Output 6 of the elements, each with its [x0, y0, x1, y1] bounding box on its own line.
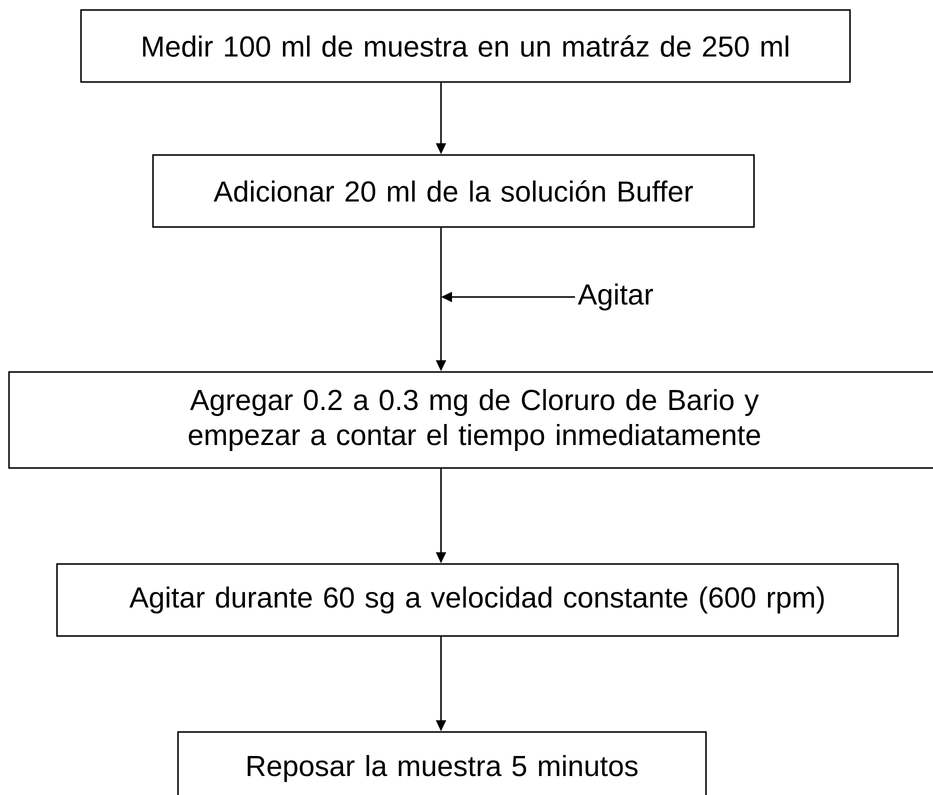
- side-label: Agitar: [578, 283, 654, 311]
- step-box: Agregar 0.2 a 0.3 mg de Cloruro de Bario y empezar a contar el tiempo inmediatamente: [8, 371, 933, 469]
- step-box: Adicionar 20 ml de la solución Buffer: [152, 154, 755, 228]
- step-box: Reposar la muestra 5 minutos: [177, 731, 707, 795]
- step-box: Medir 100 ml de muestra en un matráz de 250 ml: [80, 9, 851, 83]
- step-box: Agitar durante 60 sg a velocidad constante (600 rpm): [56, 563, 899, 637]
